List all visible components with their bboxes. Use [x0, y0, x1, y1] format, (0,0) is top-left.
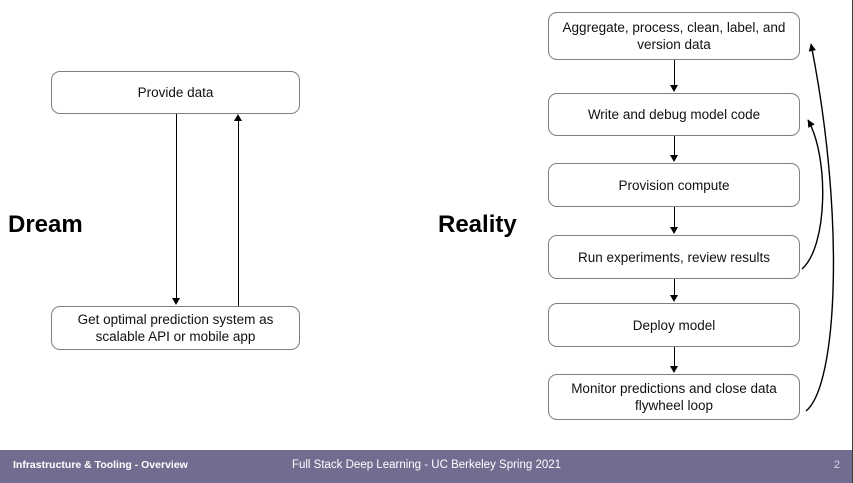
dream-down-arrowhead-icon — [172, 298, 180, 305]
reality-connector-line-3 — [674, 207, 675, 228]
reality-connector-arrowhead-icon-1 — [670, 85, 678, 92]
reality-connector-arrowhead-icon-4 — [670, 295, 678, 302]
reality-box-write-and-debug-model-code[interactable]: Write and debug model code — [548, 93, 800, 136]
reality-connector-arrowhead-icon-5 — [670, 366, 678, 373]
reality-heading: Reality — [438, 211, 517, 238]
reality-connector-line-4 — [674, 279, 675, 296]
footer-page-number: 2 — [833, 459, 840, 471]
footer-left-title: Infrastructure & Tooling - Overview — [13, 459, 188, 471]
reality-connector-line-2 — [674, 136, 675, 156]
dream-box-get-optimal-prediction-system[interactable]: Get optimal prediction system as scalabl… — [51, 306, 300, 350]
footer-center-title: Full Stack Deep Learning - UC Berkeley S… — [291, 459, 562, 471]
dream-heading: Dream — [8, 211, 83, 238]
reality-box-deploy-model[interactable]: Deploy model — [548, 303, 800, 347]
dream-up-arrowhead-icon — [234, 114, 242, 121]
dream-box-provide-data[interactable]: Provide data — [51, 71, 300, 114]
feedback-short-arc-path — [801, 119, 824, 270]
dream-up-arrow-line — [238, 121, 239, 306]
reality-box-monitor-predictions-flywheel[interactable]: Monitor predictions and close data flywh… — [548, 374, 800, 420]
reality-connector-line-5 — [674, 347, 675, 367]
dream-down-arrow-line — [176, 114, 177, 299]
feedback-long-arc-path — [805, 43, 835, 412]
reality-connector-line-1 — [674, 60, 675, 86]
reality-box-provision-compute[interactable]: Provision compute — [548, 163, 800, 207]
slide-footer: Infrastructure & Tooling - Overview Full… — [0, 450, 852, 483]
reality-connector-arrowhead-icon-3 — [670, 227, 678, 234]
reality-connector-arrowhead-icon-2 — [670, 155, 678, 162]
reality-box-run-experiments-review-results[interactable]: Run experiments, review results — [548, 235, 800, 279]
reality-box-aggregate-process-clean-label[interactable]: Aggregate, process, clean, label, and ve… — [548, 12, 800, 60]
